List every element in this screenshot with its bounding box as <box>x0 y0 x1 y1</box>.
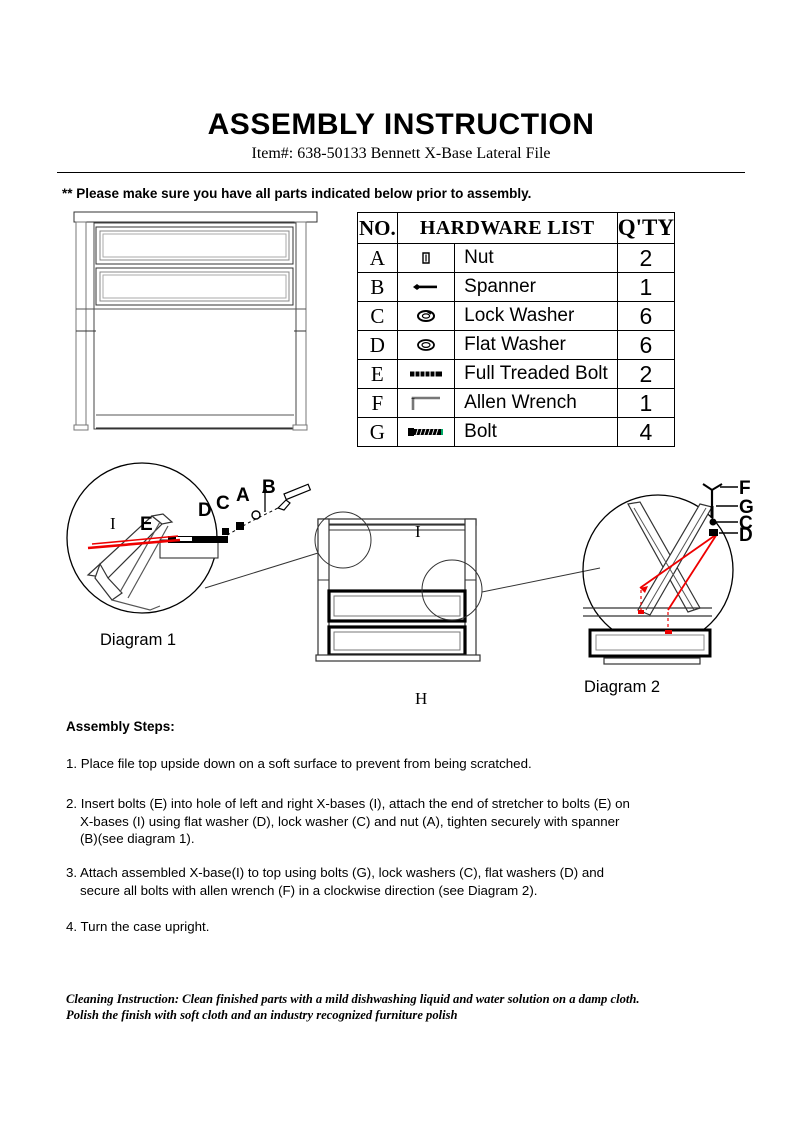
center-top-label: I <box>415 522 421 541</box>
diagram-area: D C A B E F G C D <box>0 460 802 710</box>
cleaning-line-1: Cleaning Instruction: Clean finished par… <box>66 992 640 1006</box>
diagram2-caption: Diagram 2 <box>584 678 661 696</box>
page-title: ASSEMBLY INSTRUCTION <box>207 108 595 141</box>
bolt-icon <box>396 417 456 447</box>
cleaning-line-2: Polish the finish with soft cloth and an… <box>66 1008 458 1022</box>
row-name: Flat Washer <box>454 330 618 360</box>
header-divider <box>57 172 745 173</box>
label-F-d2: F <box>739 478 751 499</box>
row-no: A <box>357 243 398 273</box>
center-callout-right <box>421 559 483 621</box>
assembly-step-4: 4. Turn the case upright. <box>66 919 210 934</box>
spanner-glyph <box>276 483 312 511</box>
diagrams-drawing: D C A B E F G C D <box>66 462 754 665</box>
diagram1-part-label: I <box>110 514 116 533</box>
table-row: A Nut 2 <box>357 243 676 273</box>
row-no: D <box>357 330 398 360</box>
assembly-step-1: 1. Place file top upside down on a soft … <box>66 756 532 771</box>
nut-glyph <box>251 510 261 520</box>
diagram1-caption: Diagram 1 <box>100 631 177 649</box>
lock-washer-glyph <box>236 522 244 530</box>
row-qty: 6 <box>616 330 676 360</box>
lateral-file-drawing <box>73 211 318 431</box>
table-row: B Spanner 1 <box>357 272 676 302</box>
assembly-step-2-line2: X-bases (I) using flat washer (D), lock … <box>80 813 620 829</box>
table-row: C Lock Washer 6 <box>357 301 676 331</box>
hardware-list-table: NO. HARDWARE LIST Q'TY A Nut 2 B <box>357 212 676 447</box>
product-illustration <box>66 209 324 439</box>
table-header-row: NO. HARDWARE LIST Q'TY <box>357 212 676 244</box>
assembly-direction-line <box>87 538 181 550</box>
row-no: E <box>357 359 398 389</box>
parts-notice: ** Please make sure you have all parts i… <box>62 186 532 201</box>
nut-icon <box>396 243 456 273</box>
row-qty: 6 <box>616 301 676 331</box>
assembly-step-3-line1: 3. Attach assembled X-base(I) to top usi… <box>66 865 604 880</box>
row-no: F <box>357 388 398 418</box>
table-row: D Flat Washer 6 <box>357 330 676 360</box>
flat-washer-icon <box>396 330 456 360</box>
label-B-d1: B <box>262 477 276 498</box>
row-name: Full Treaded Bolt <box>454 359 618 389</box>
label-C-d1: C <box>216 493 230 514</box>
label-D-d1: D <box>198 500 212 521</box>
row-no: G <box>357 417 398 447</box>
diagram2-hardware-glyphs <box>702 483 738 536</box>
item-subtitle: Item#: 638-50133 Bennett X-Base Lateral … <box>251 145 551 162</box>
assembly-step-3-line2: secure all bolts with allen wrench (F) i… <box>80 882 538 898</box>
label-C-d2: C <box>739 513 753 534</box>
spanner-icon <box>396 272 456 302</box>
label-G-d2: G <box>739 497 754 518</box>
row-qty: 2 <box>616 359 676 389</box>
flat-washer-glyph <box>222 528 229 535</box>
header-qty: Q'TY <box>616 212 676 244</box>
table-row: G Bolt 4 <box>357 417 676 447</box>
assembly-step-2-line1: 2. Insert bolts (E) into hole of left an… <box>66 796 630 811</box>
center-callout-left <box>314 511 372 569</box>
threaded-bolt-icon <box>396 359 456 389</box>
allen-wrench-icon <box>396 388 456 418</box>
center-bottom-label: H <box>415 689 428 708</box>
table-row: F Allen Wrench 1 <box>357 388 676 418</box>
table-row: E Full Treaded Bolt 2 <box>357 359 676 389</box>
row-name: Allen Wrench <box>454 388 618 418</box>
row-qty: 1 <box>616 272 676 302</box>
row-name: Lock Washer <box>454 301 618 331</box>
header-no: NO. <box>357 212 398 244</box>
row-no: C <box>357 301 398 331</box>
row-qty: 1 <box>616 388 676 418</box>
assembly-step-2: 2. Insert bolts (E) into hole of left an… <box>66 795 738 848</box>
assembly-step-2-line3: (B)(see diagram 1). <box>80 831 195 846</box>
header-hardware-list: HARDWARE LIST <box>396 212 618 244</box>
row-name: Nut <box>454 243 618 273</box>
row-name: Spanner <box>454 272 618 302</box>
center-assembly-drawing <box>314 511 483 662</box>
row-qty: 4 <box>616 417 676 447</box>
label-D-d2: D <box>739 525 753 546</box>
lock-washer-icon <box>396 301 456 331</box>
cleaning-instruction: Cleaning Instruction: Clean finished par… <box>66 991 756 1023</box>
label-A-d1: A <box>236 485 250 506</box>
row-name: Bolt <box>454 417 618 447</box>
row-qty: 2 <box>616 243 676 273</box>
row-no: B <box>357 272 398 302</box>
label-E-d1: E <box>140 514 153 535</box>
assembly-step-3: 3. Attach assembled X-base(I) to top usi… <box>66 864 726 899</box>
assembly-steps-heading: Assembly Steps: <box>66 719 175 734</box>
